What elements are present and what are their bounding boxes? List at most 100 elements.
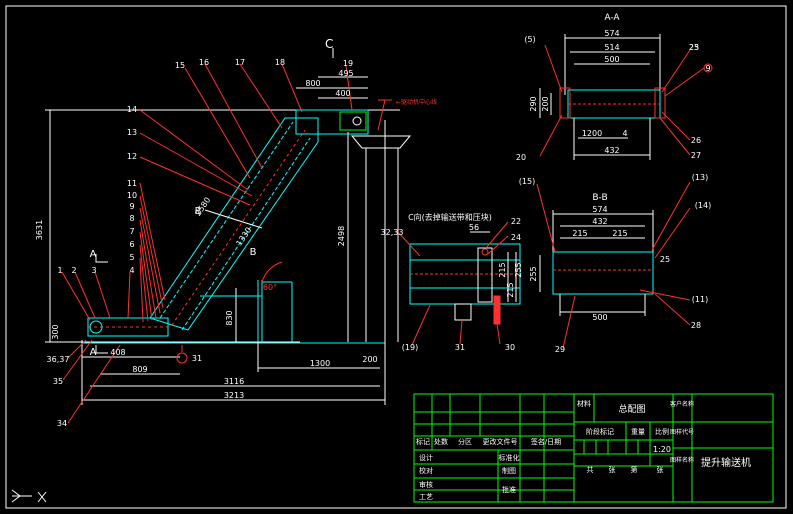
aa-balloon-26: 26 <box>691 136 701 145</box>
balloon-1: 1 <box>57 266 62 275</box>
title-block <box>413 393 774 503</box>
dim-length-2: 3116 <box>224 377 244 386</box>
bb-dim-255: 255 <box>529 266 538 281</box>
c-balloon-31: 31 <box>455 343 465 352</box>
tb-assembly: 总配图 <box>618 403 645 415</box>
aa-dim-574: 574 <box>604 29 619 38</box>
balloon-13: 13 <box>127 128 137 137</box>
aa-balloon-9: 9 <box>705 64 710 73</box>
balloon-11: 11 <box>127 179 137 188</box>
main-view-text: C ←驱动机中心线 A A B B 3631 3213 3116 1300 80… <box>35 37 437 428</box>
c-dim-215-b: 215 <box>506 282 515 297</box>
aa-balloon-20: 20 <box>516 153 526 162</box>
section-b-label: B <box>250 247 257 258</box>
aa-dim-200: 200 <box>541 96 550 111</box>
view-c-text: C向(去掉输送带和压块) 56 215 215 255 32,33 22 24 … <box>381 212 523 352</box>
balloon-9: 9 <box>129 202 134 211</box>
aa-dim-500: 500 <box>604 55 619 64</box>
tb-draft: 制图 <box>502 466 516 475</box>
balloon-7: 7 <box>129 227 134 236</box>
balloon-31: 31 <box>192 354 202 363</box>
balloon-35: 35 <box>53 377 63 386</box>
bb-dim-500: 500 <box>592 313 607 322</box>
balloon-4: 4 <box>129 266 134 275</box>
bb-balloon-29: 29 <box>555 345 565 354</box>
title-block-text: 材料 总配图 客户名称 阶段标记 重量 比例 1:20 图样代号 图样名称 提升… <box>416 399 751 501</box>
c-balloon-32-33: 32,33 <box>381 228 404 237</box>
tb-sheet: 张 <box>609 465 616 474</box>
tb-mark: 标记 <box>416 437 430 446</box>
view-c-title: C向(去掉输送带和压块) <box>408 212 492 222</box>
center-note: ←驱动机中心线 <box>396 98 437 106</box>
c-dim-56: 56 <box>469 223 479 232</box>
aa-dim-290: 290 <box>529 96 538 111</box>
dim-length-3: 1300 <box>310 359 330 368</box>
view-bb <box>536 181 691 349</box>
tb-material: 材料 <box>577 399 591 408</box>
c-balloon-19: (19) <box>402 343 418 352</box>
bb-balloon-15: (15) <box>519 177 535 186</box>
bb-balloon-13: (13) <box>692 173 708 182</box>
dim-408: 408 <box>110 348 125 357</box>
c-balloon-24: 24 <box>511 233 521 242</box>
tb-sign-date: 签名/日期 <box>531 437 561 446</box>
tb-design: 设计 <box>419 453 433 462</box>
aa-balloon-27: 27 <box>691 151 701 160</box>
balloon-12: 12 <box>127 152 137 161</box>
c-balloon-22: 22 <box>511 217 521 226</box>
dim-800: 800 <box>305 79 320 88</box>
bb-balloon-11: (11) <box>692 295 708 304</box>
tb-review: 审核 <box>419 480 433 489</box>
dim-2580: 2580 <box>194 196 213 218</box>
tb-craft: 工艺 <box>419 493 433 501</box>
tb-sheet-2: 张 <box>657 465 664 474</box>
dim-809: 809 <box>132 365 147 374</box>
balloon-2: 2 <box>71 266 76 275</box>
dim-400: 400 <box>335 89 350 98</box>
aa-dim-514: 514 <box>604 43 619 52</box>
aa-dim-1200: 1200 <box>582 129 602 138</box>
balloon-19: 19 <box>343 59 353 68</box>
bb-dim-574: 574 <box>592 205 607 214</box>
tb-drawing-no: 图样代号 <box>670 428 694 436</box>
aa-dim-432: 432 <box>604 146 619 155</box>
balloon-8: 8 <box>129 214 134 223</box>
tb-check: 校对 <box>419 466 433 475</box>
section-c-label: C <box>325 37 333 51</box>
balloon-14: 14 <box>127 105 137 114</box>
ucs-icon <box>11 489 47 503</box>
section-b-label-2: B <box>195 206 202 217</box>
view-c <box>397 221 521 346</box>
tb-customer: 客户名称 <box>670 400 694 408</box>
dim-2498: 2498 <box>337 226 346 246</box>
bb-dim-25: 25 <box>660 255 670 264</box>
tb-drawing-name-label: 图样名称 <box>670 456 694 464</box>
view-bb-title: B-B <box>592 193 607 203</box>
dim-200: 200 <box>362 355 377 364</box>
balloon-10: 10 <box>127 191 137 200</box>
tb-stage: 阶段标记 <box>586 427 614 436</box>
balloon-16: 16 <box>199 58 209 67</box>
tb-approve: 批准 <box>502 485 516 494</box>
tb-zone: 分区 <box>458 437 472 446</box>
tb-weight: 重量 <box>631 428 645 436</box>
balloon-6: 6 <box>129 240 134 249</box>
dim-length-total: 3213 <box>224 391 244 400</box>
balloon-17: 17 <box>235 58 245 67</box>
balloon-34: 34 <box>57 419 67 428</box>
bb-dim-432: 432 <box>592 217 607 226</box>
tb-total: 共 <box>587 465 594 474</box>
view-bb-text: B-B 574 432 215 215 500 25 255 (15) (13)… <box>519 173 711 354</box>
view-aa-title: A-A <box>604 13 620 23</box>
section-a-label: A <box>90 249 97 260</box>
aa-balloon-23: 23 <box>689 43 699 52</box>
aa-dim-4: 4 <box>622 129 627 138</box>
tb-scale-value: 1:20 <box>653 445 671 454</box>
view-aa-text: A-A 574 514 500 290 200 432 1200 4 25 (5… <box>516 13 711 162</box>
c-dim-255: 255 <box>514 262 523 277</box>
balloon-15: 15 <box>175 61 185 70</box>
tb-count: 处数 <box>434 437 448 446</box>
tb-change-doc: 更改文件号 <box>483 437 518 446</box>
dim-height-total: 3631 <box>35 220 44 240</box>
